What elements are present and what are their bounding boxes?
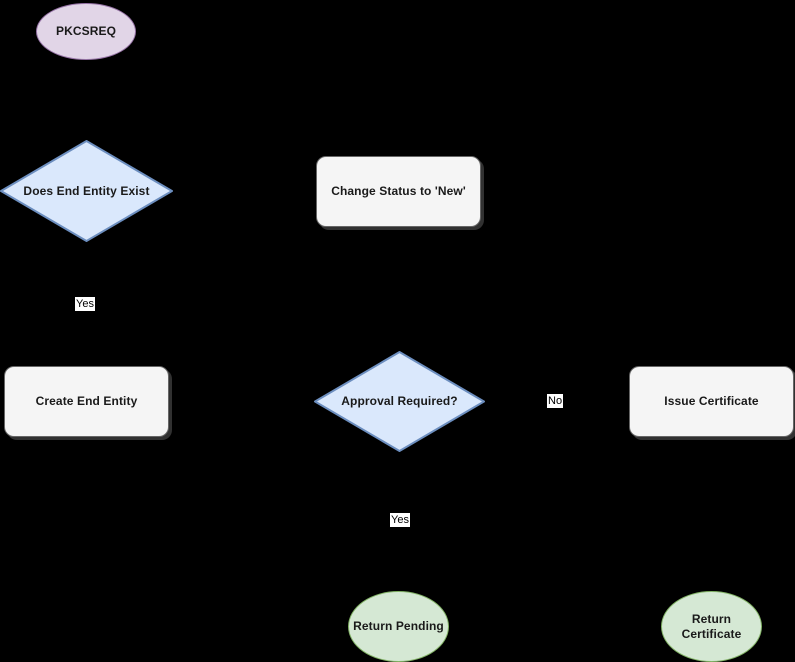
node-create-end-entity-label: Create End Entity <box>35 394 138 408</box>
node-change-status-new[interactable]: Change Status to 'New' <box>316 156 481 227</box>
edge-label-no-approval: No <box>547 394 564 408</box>
node-create-end-entity[interactable]: Create End Entity <box>4 366 169 437</box>
edge-label-yes-end-entity: Yes <box>75 297 95 311</box>
node-issue-certificate-label: Issue Certificate <box>664 394 759 408</box>
node-return-certificate-label: Return Certificate <box>681 611 742 641</box>
node-change-status-new-label: Change Status to 'New' <box>331 184 466 198</box>
node-return-pending[interactable]: Return Pending <box>348 591 449 662</box>
node-approval-required[interactable]: Approval Required? <box>313 350 486 453</box>
node-return-certificate[interactable]: Return Certificate <box>661 591 762 662</box>
node-does-end-entity-exist[interactable]: Does End Entity Exist <box>0 139 174 243</box>
diamond-shape-icon <box>314 351 485 452</box>
node-return-pending-label: Return Pending <box>353 619 444 633</box>
node-issue-certificate[interactable]: Issue Certificate <box>629 366 794 437</box>
node-pkcsreq[interactable]: PKCSREQ <box>36 3 136 60</box>
node-pkcsreq-label: PKCSREQ <box>55 24 117 38</box>
diamond-shape-icon <box>0 140 173 242</box>
edge-label-yes-approval: Yes <box>390 513 410 527</box>
